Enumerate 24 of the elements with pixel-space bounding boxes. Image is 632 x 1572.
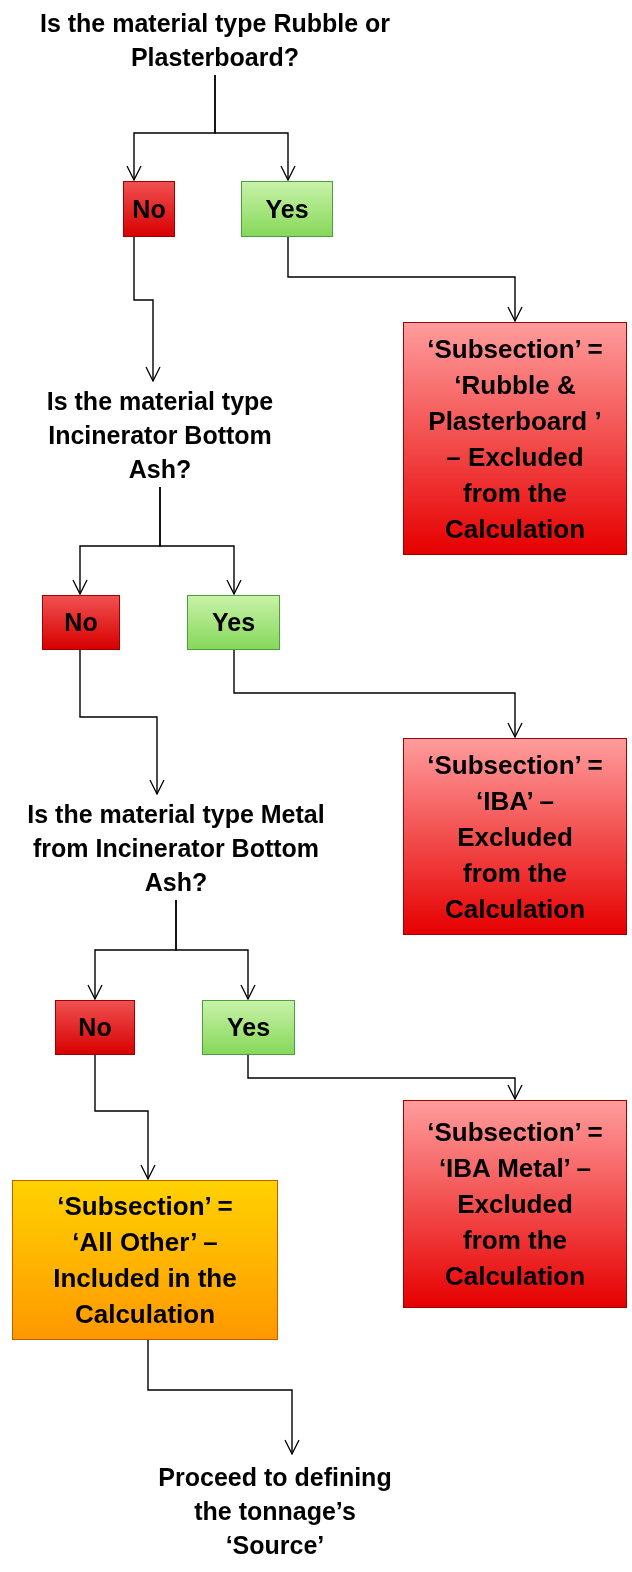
- arrow: [214, 74, 296, 181]
- arrow: [133, 236, 161, 382]
- excluded-result-box: ‘Subsection’ = ‘IBA’ – Excluded from the Calculation: [403, 738, 627, 935]
- arrow: [175, 899, 256, 1000]
- arrow: [79, 649, 165, 795]
- yes-box: Yes: [241, 181, 333, 237]
- arrow: [94, 1054, 156, 1180]
- question-text: Proceed to defining the tonnage’s ‘Source’: [157, 1462, 393, 1561]
- question-text: Is the material type Incinerator Bottom Ash?: [45, 385, 275, 485]
- arrow: [147, 1339, 300, 1455]
- yes-box: Yes: [202, 1000, 295, 1055]
- no-box: No: [55, 1000, 135, 1055]
- question-text: Is the material type Metal from Incinerator Bottom Ash?: [26, 798, 326, 898]
- included-result-box: ‘Subsection’ = ‘All Other’ – Included in the Calculation: [12, 1180, 278, 1340]
- no-box: No: [123, 181, 175, 237]
- question-text: Is the material type Rubble or Plasterboard?: [38, 8, 392, 73]
- excluded-result-box: ‘Subsection’ = ‘IBA Metal’ – Excluded from the Calculation: [403, 1100, 627, 1308]
- arrow: [233, 649, 523, 738]
- arrow: [247, 1054, 523, 1100]
- yes-box: Yes: [187, 595, 280, 650]
- arrow: [159, 486, 242, 595]
- excluded-result-box: ‘Subsection’ = ‘Rubble & Plasterboard ’ – Excluded from the Calculation: [403, 322, 627, 555]
- arrow: [287, 236, 523, 322]
- no-box: No: [42, 595, 120, 650]
